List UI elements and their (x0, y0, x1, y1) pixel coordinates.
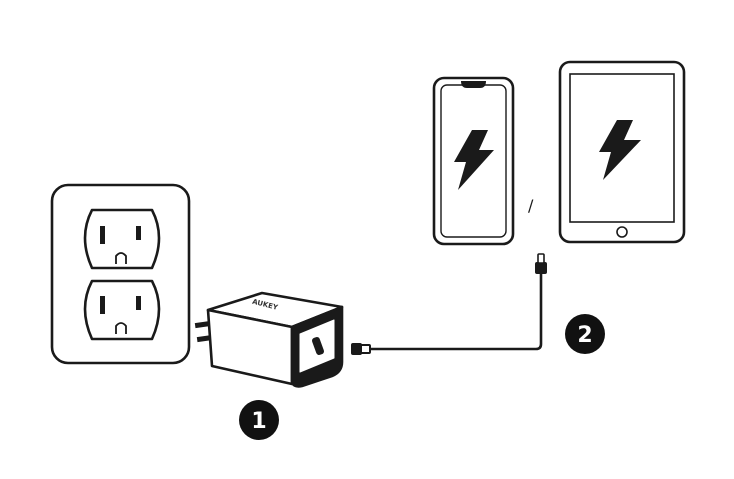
usb-c-charger-icon: AUKEY (206, 291, 344, 388)
lightning-bolt-icon (454, 130, 494, 190)
step-number-1: 1 (251, 409, 266, 434)
wall-outlet-icon (50, 183, 191, 365)
step-number-2: 2 (577, 323, 592, 348)
tablet-icon (558, 60, 686, 244)
smartphone-icon (432, 76, 515, 246)
usb-c-cable-icon (351, 253, 547, 355)
step-badge-1: 1 (239, 400, 279, 440)
lightning-bolt-icon (599, 120, 641, 180)
device-separator: / (528, 196, 534, 215)
step-badge-2: 2 (565, 314, 605, 354)
